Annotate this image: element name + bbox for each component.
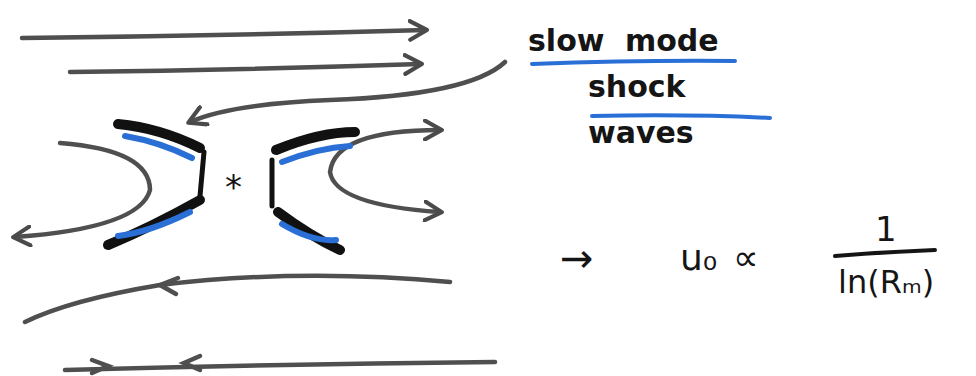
arrow-head [184, 356, 200, 370]
x-point-marker: * [225, 170, 242, 204]
field-line [22, 30, 425, 38]
arrow-symbol: → [560, 238, 594, 278]
proportional-sign: ∝ [733, 240, 759, 276]
inflow-line [25, 276, 450, 322]
slow-mode-shock [108, 124, 355, 250]
formula-term: u₀ [680, 240, 717, 276]
outflow-line [15, 143, 150, 237]
fraction-bar [835, 250, 935, 256]
inflow-line [190, 62, 505, 122]
fraction-denominator: ln(Rₘ) [838, 266, 934, 298]
arrow-head [160, 278, 178, 294]
field-line [70, 64, 420, 72]
annotation-note: slow mode shock waves [528, 18, 803, 156]
outflow-line [330, 130, 440, 212]
fraction-numerator: 1 [875, 212, 897, 246]
field-line [65, 362, 495, 370]
arrow-head [92, 360, 108, 373]
